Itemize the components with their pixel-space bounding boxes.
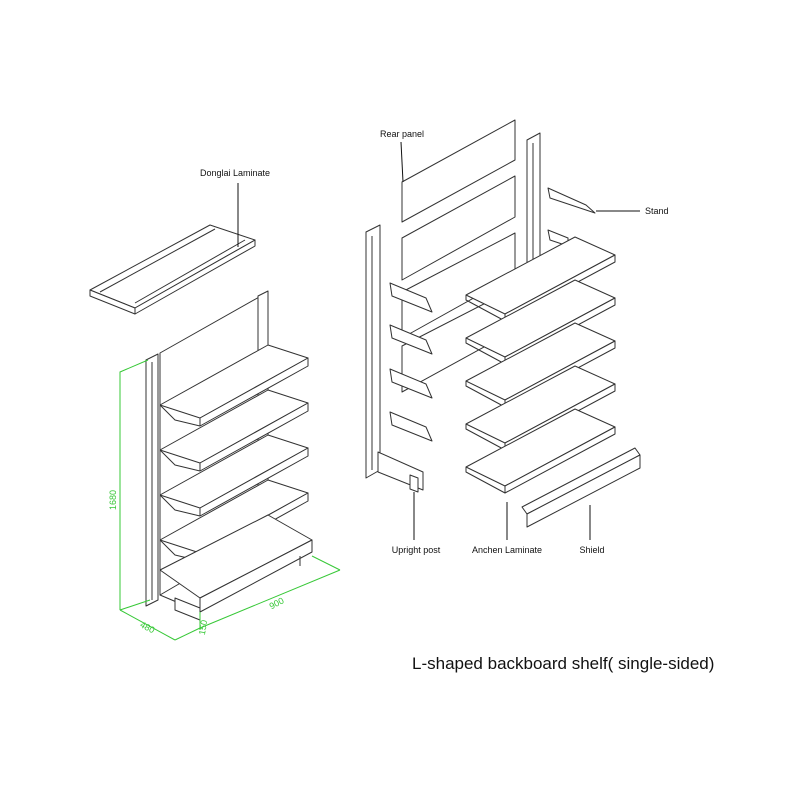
shelf-base	[159, 514, 313, 621]
left-upright-post	[365, 224, 424, 493]
label-shield: Shield	[579, 545, 604, 555]
assembled-shelf	[145, 290, 313, 621]
label-stand: Stand	[645, 206, 669, 216]
shelf-tier-2	[159, 389, 309, 472]
stand-brackets	[547, 187, 596, 247]
anchen-laminates	[465, 236, 616, 494]
dim-height: 1680	[108, 490, 118, 510]
dim-width: 900	[268, 595, 286, 611]
shelf-tier-3	[159, 434, 309, 517]
dim-base-depth: 480	[138, 619, 156, 635]
dimension-lines	[119, 359, 341, 641]
label-anchen-laminate: Anchen Laminate	[472, 545, 542, 555]
label-upright-post: Upright post	[392, 545, 441, 555]
diagram-caption: L-shaped backboard shelf( single-sided)	[412, 654, 715, 673]
shield-part	[521, 447, 641, 528]
leader-lines	[237, 141, 640, 540]
label-donglai-laminate: Donglai Laminate	[200, 168, 270, 178]
dim-base-side: 150	[197, 619, 209, 636]
label-rear-panel: Rear panel	[380, 129, 424, 139]
donglai-laminate-part	[89, 224, 256, 315]
shelf-tier-1	[159, 344, 309, 427]
exploded-view	[365, 119, 641, 528]
brackets	[389, 282, 433, 442]
